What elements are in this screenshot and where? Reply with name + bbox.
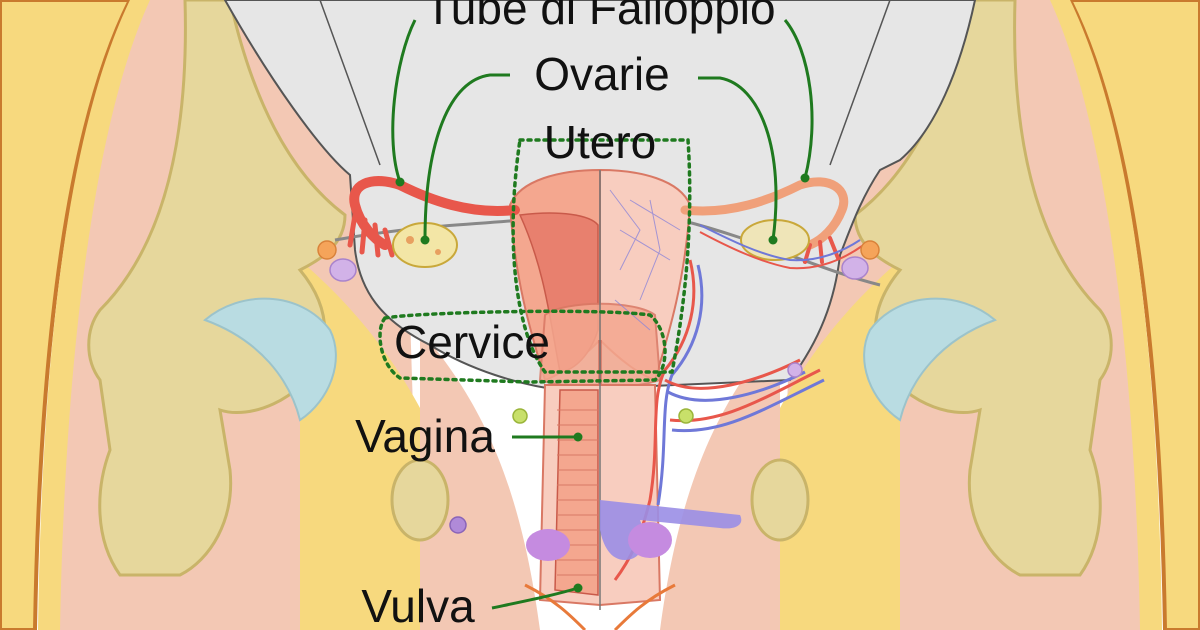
lymph-node [787,362,803,378]
pelvis-bone-left [87,0,347,577]
lymph-node [329,258,357,282]
hip-cartilage-right [863,297,997,422]
leader-ovary-left [423,73,510,241]
pubic-bone-left [390,458,450,542]
label-ovaries: Ovarie [534,48,669,100]
leader-ovary-right [698,76,778,241]
follicle [435,249,441,255]
label-fallopian-tubes: Tube di Falloppio [424,0,775,34]
label-uterus: Utero [544,116,656,168]
lymph-node [512,408,528,424]
label-vulva: Vulva [361,580,475,630]
leader-dot [395,177,405,187]
uterus-dotted-outline [511,138,692,374]
lymph-node [449,516,467,534]
fimbriae-left [347,212,395,258]
clitoris [526,529,570,561]
vestibular-bulb [628,522,672,558]
lymph-node [860,240,880,260]
body-outline-right [1067,0,1200,630]
pelvic-muscle-center [420,330,780,630]
body-outline [0,0,133,630]
vaginal-canal [554,389,599,596]
vaginal-rugae [557,409,598,576]
uterine-vasculature [609,189,681,331]
labia [524,583,676,630]
suspensory-line-right [829,0,891,166]
lymph-node [841,256,869,280]
suspensory-line-left [319,0,381,166]
ovarian-artery [699,231,863,270]
lymph-node [678,408,694,424]
leader-fallopian-right [783,19,814,179]
pubic-bone-right [750,458,810,542]
fallopian-tube-right [680,177,849,250]
uterine-vein [656,264,704,506]
ovarian-vessels [699,224,861,262]
leader-dot [420,235,430,245]
iliac-veins [667,370,825,433]
leader-dot [573,583,583,593]
label-cervix: Cervice [394,316,550,368]
label-vagina: Vagina [355,410,495,462]
leader-fallopian-left [391,19,417,183]
lymph-node [317,240,337,260]
cervix-dotted-outline [378,309,667,384]
follicle [406,236,414,244]
hip-cartilage-left [203,297,337,422]
leader-dot [768,235,778,245]
leader-dot [800,173,810,183]
leader-dot [573,432,583,442]
leader-vulva [491,586,579,610]
